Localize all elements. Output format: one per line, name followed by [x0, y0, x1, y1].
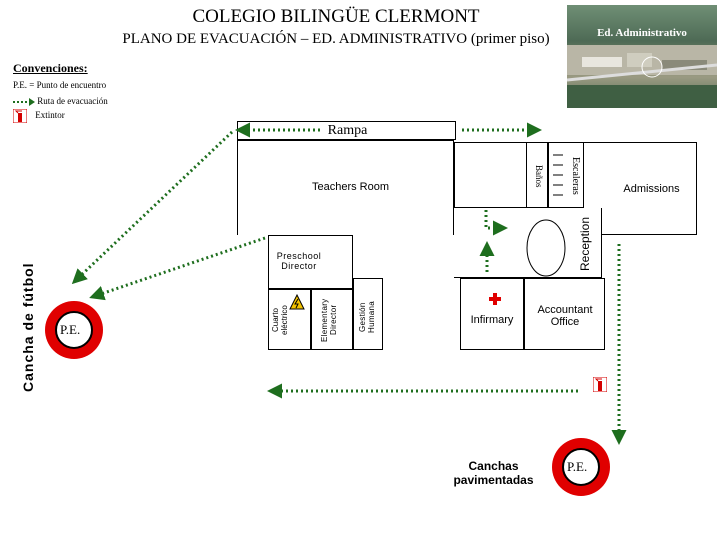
ramp: Rampa	[237, 121, 456, 140]
aerial-photo-icon	[567, 45, 717, 108]
meeting-point-right: P.E.	[552, 438, 610, 496]
preschool-director-label: Preschool Director	[276, 251, 322, 271]
admissions-room: Admissions	[584, 142, 697, 235]
bathroom: Baños	[526, 142, 548, 208]
meeting-point-right-label: P.E.	[567, 459, 588, 474]
extinguisher-icon	[593, 377, 607, 392]
legend-route: Ruta de evacuación	[13, 96, 108, 106]
teachers-room-label: Teachers Room	[311, 181, 390, 193]
legend-text: Extintor	[35, 110, 65, 121]
route-to-left-pe-lower	[89, 236, 266, 301]
route-to-left-pe-upper	[71, 130, 234, 285]
photo-caption: Ed. Administrativo	[597, 27, 687, 39]
reception-desk-icon	[526, 219, 566, 277]
stairs: Escaleras	[548, 142, 584, 208]
stairs-icon	[553, 154, 563, 196]
human-resources-office: Gestión Humana	[353, 278, 383, 350]
legend-meeting-point: P.E. = Punto de encuentro	[13, 80, 106, 90]
route-teachers-room-exit	[484, 210, 508, 236]
page-title: COLEGIO BILINGÜE CLERMONT	[192, 6, 480, 27]
legend-text: Ruta de evacuación	[37, 96, 108, 106]
electric-hazard-icon	[289, 294, 305, 310]
legend-symbol: P.E.	[13, 80, 28, 90]
paved-courts-label: Canchas pavimentadas	[453, 459, 534, 487]
route-arrow-icon	[13, 97, 35, 106]
teachers-room: Teachers Room	[237, 140, 454, 235]
stairs-label: Escaleras	[570, 157, 581, 195]
meeting-point-left: P.E.	[45, 301, 103, 359]
accountant-office: Accountant Office	[524, 278, 605, 350]
bathroom-label: Baños	[534, 164, 544, 188]
first-aid-cross-icon	[489, 293, 501, 305]
building-photo: Ed. Administrativo	[567, 5, 717, 108]
page-subtitle: PLANO DE EVACUACIÓN – ED. ADMINISTRATIVO…	[122, 31, 550, 47]
legend-heading: Convenciones:	[13, 61, 88, 75]
admissions-label: Admissions	[623, 183, 680, 195]
electric-room: Cuarto eléctrico	[268, 289, 311, 350]
preschool-director-office: Preschool Director	[268, 235, 353, 289]
infirmary-label: Infirmary	[470, 314, 514, 326]
ramp-label: Rampa	[327, 123, 368, 138]
elementary-director-office: Elementary Director	[311, 289, 353, 350]
infirmary: Infirmary	[460, 278, 524, 350]
reception-area: Reception	[454, 208, 602, 278]
legend-text: = Punto de encuentro	[29, 80, 107, 90]
meeting-point-left-label: P.E.	[60, 322, 81, 337]
accountant-office-label: Accountant Office	[537, 304, 593, 328]
